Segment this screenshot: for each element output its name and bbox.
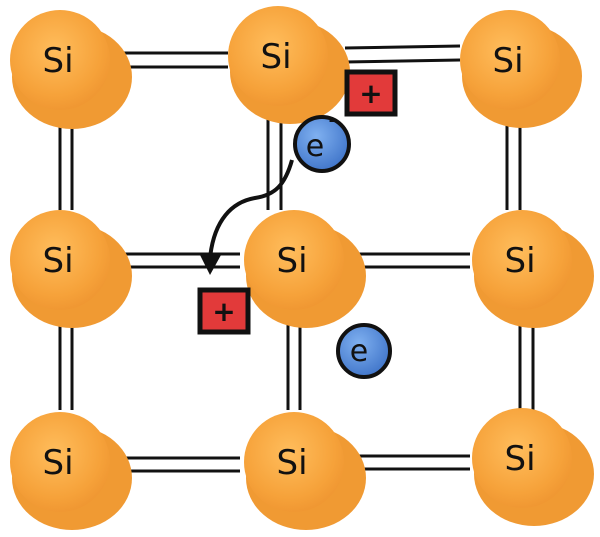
si-atom: Si bbox=[228, 6, 350, 124]
bond-row1-right bbox=[344, 44, 461, 64]
electron-label: e bbox=[306, 129, 324, 164]
bond-col3-top bbox=[505, 115, 522, 210]
si-atom-label: Si bbox=[42, 443, 73, 483]
bond-row2-left bbox=[118, 252, 240, 269]
si-atom-label: Si bbox=[260, 37, 291, 77]
atoms: Si Si Si Si Si Si Si bbox=[10, 6, 594, 530]
electron-label: e bbox=[350, 334, 368, 369]
bond-row1-left bbox=[118, 51, 228, 69]
si-atom: Si bbox=[244, 210, 366, 328]
si-atom-label: Si bbox=[492, 41, 523, 81]
bond-row3-left bbox=[118, 456, 240, 473]
holes: + + bbox=[197, 69, 398, 335]
electron: e bbox=[336, 323, 392, 379]
si-atom: Si bbox=[10, 210, 132, 328]
si-atom-label: Si bbox=[42, 241, 73, 281]
hole-plus-label: + bbox=[359, 77, 382, 110]
bond-col3-bottom bbox=[518, 315, 535, 410]
electron-path-arrow bbox=[200, 159, 294, 275]
si-atom: Si bbox=[460, 10, 582, 128]
bond-col1-top bbox=[58, 115, 74, 210]
si-atom: Si bbox=[472, 408, 594, 526]
si-atom-label: Si bbox=[276, 443, 307, 483]
si-atom: Si bbox=[472, 210, 594, 328]
electron-charge-label: - bbox=[328, 105, 337, 135]
horizontal-bonds bbox=[118, 44, 470, 473]
si-atom: Si bbox=[244, 412, 366, 530]
hole-plus-label: + bbox=[212, 295, 235, 328]
bond-col1-bottom bbox=[58, 315, 74, 410]
bond-row3-right bbox=[352, 454, 470, 471]
si-atom: Si bbox=[10, 412, 132, 530]
electron: e - bbox=[293, 105, 351, 173]
si-atom-label: Si bbox=[42, 41, 73, 81]
hole-marker: + bbox=[197, 287, 251, 335]
vertical-bonds bbox=[58, 110, 535, 410]
si-atom-label: Si bbox=[276, 241, 307, 281]
electrons: e - e bbox=[293, 105, 392, 379]
bond-col2-bottom bbox=[286, 315, 302, 410]
si-atom-label: Si bbox=[504, 241, 535, 281]
si-atom: Si bbox=[10, 10, 132, 129]
bond-row2-right bbox=[352, 252, 470, 269]
hole-marker: + bbox=[344, 69, 398, 117]
si-atom-label: Si bbox=[504, 439, 535, 479]
